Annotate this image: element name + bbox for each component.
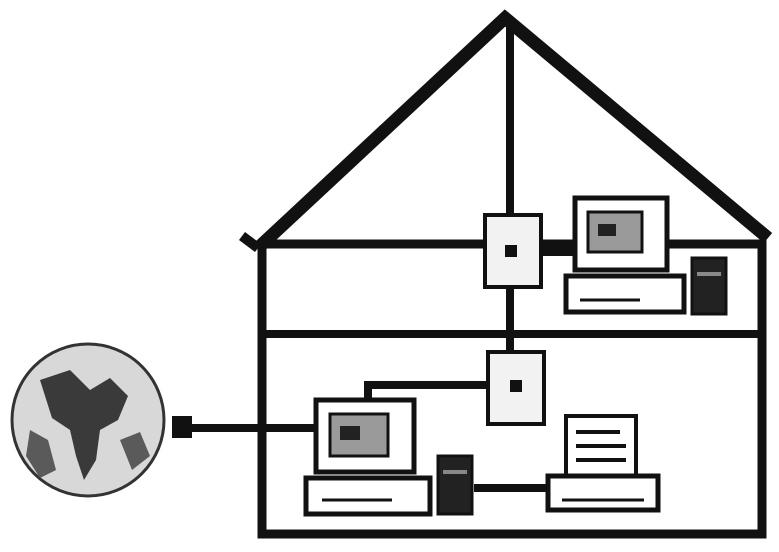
- desktop-computer-icon: [306, 400, 472, 514]
- printer-icon: [548, 416, 658, 510]
- globe-icon: [12, 344, 192, 496]
- wall-jack-icon: [488, 352, 544, 424]
- desktop-computer-icon: [566, 198, 726, 314]
- wall-jack-icon: [485, 215, 541, 287]
